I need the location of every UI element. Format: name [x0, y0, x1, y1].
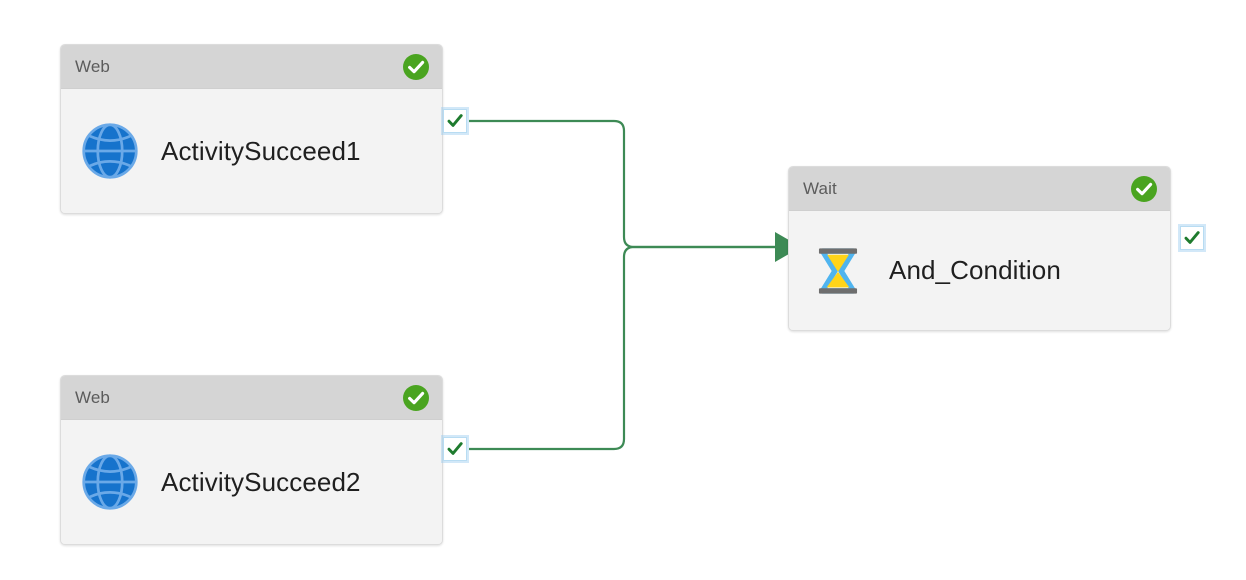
node-name-label: ActivitySucceed2 — [161, 466, 361, 497]
node-type-label: Web — [75, 56, 110, 76]
activity-node-and-condition[interactable]: Wait And_Condition — [788, 166, 1171, 331]
port-activity-succeed-1-out[interactable] — [443, 109, 467, 133]
node-type-label: Wait — [803, 178, 837, 198]
node-header: Web — [61, 376, 442, 420]
check-icon — [447, 114, 463, 127]
edge-activity-succeed-2-to-and-condition — [469, 245, 775, 451]
globe-icon — [82, 454, 138, 510]
node-header: Web — [61, 45, 442, 89]
success-check-icon — [403, 384, 429, 411]
port-activity-succeed-2-out[interactable] — [443, 437, 467, 461]
node-body: ActivitySucceed1 — [61, 89, 442, 213]
hourglass-icon — [818, 247, 858, 294]
check-icon — [447, 442, 463, 455]
check-icon — [1184, 231, 1200, 244]
node-body: And_Condition — [789, 211, 1170, 330]
node-name-label: ActivitySucceed1 — [161, 135, 361, 166]
node-header: Wait — [789, 167, 1170, 211]
activity-node-activity-succeed-1[interactable]: Web ActivitySucceed1 — [60, 44, 443, 214]
success-check-icon — [403, 53, 429, 80]
node-type-label: Web — [75, 387, 110, 407]
globe-icon — [82, 123, 138, 179]
edge-activity-succeed-1-to-and-condition — [469, 119, 775, 249]
node-body: ActivitySucceed2 — [61, 420, 442, 544]
success-check-icon — [1131, 175, 1157, 202]
activity-node-activity-succeed-2[interactable]: Web ActivitySucceed2 — [60, 375, 443, 545]
node-name-label: And_Condition — [889, 255, 1061, 285]
port-and-condition-out[interactable] — [1180, 226, 1204, 250]
